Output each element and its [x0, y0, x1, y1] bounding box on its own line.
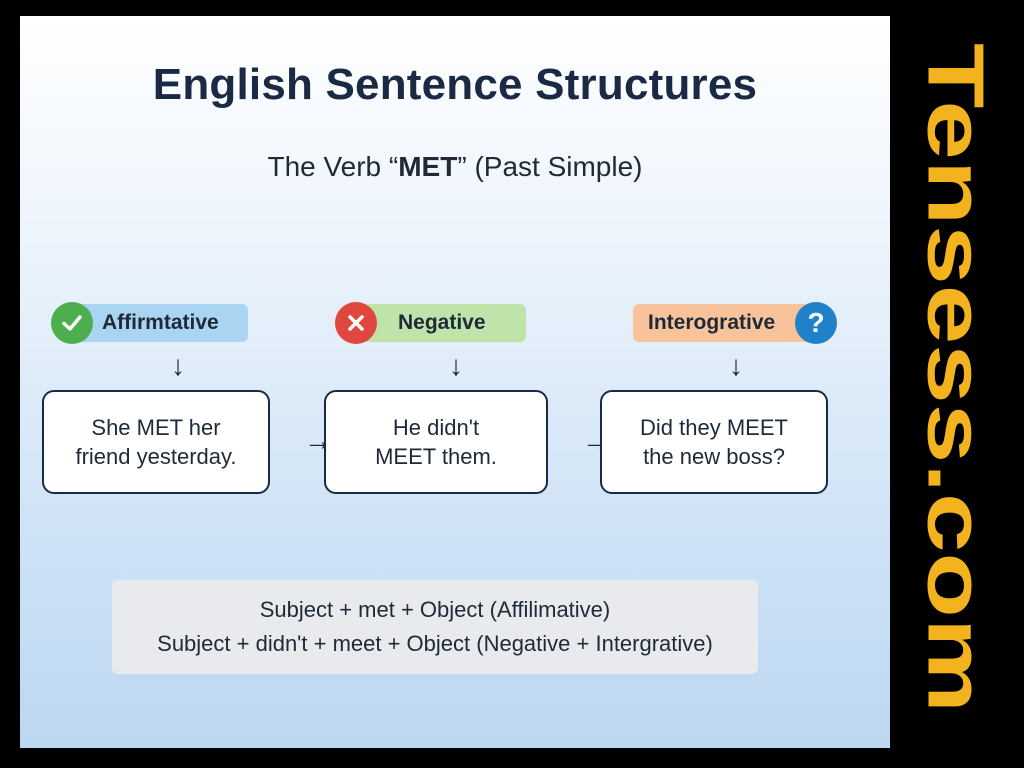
subtitle-verb: MET	[398, 151, 458, 182]
formula-affirmative: Subject + met + Object (Affilimative)	[259, 597, 611, 622]
example-line: the new boss?	[643, 444, 785, 469]
interrogative-label: Interogrative	[633, 304, 818, 342]
subtitle-suffix: ” (Past Simple)	[457, 151, 643, 182]
page-title: English Sentence Structures	[152, 60, 758, 109]
example-line: He didn't	[392, 415, 480, 440]
example-line: friend yesterday.	[75, 444, 237, 469]
affirmative-label: Affirmtative	[62, 304, 248, 342]
example-line: MEET them.	[375, 444, 497, 469]
down-arrow: ↓	[729, 350, 743, 381]
down-arrow: ↓	[171, 350, 185, 381]
formula-negative: Subject + didn't + meet + Object (Negati…	[157, 631, 713, 656]
cross-icon	[335, 302, 377, 344]
question-mark-icon: ?	[795, 302, 837, 344]
subtitle: The Verb “MET” (Past Simple)	[20, 151, 890, 183]
formula-box: Subject + met + Object (Affilimative) Su…	[112, 580, 758, 674]
negative-example-box: He didn't MEET them.	[324, 390, 548, 494]
down-arrow: ↓	[449, 350, 463, 381]
brand-text: Tensess.com	[912, 43, 1001, 713]
checkmark-icon	[51, 302, 93, 344]
example-line: She MET her	[91, 415, 221, 440]
affirmative-example-box: She MET her friend yesterday.	[42, 390, 270, 494]
example-line: Did they MEET	[640, 415, 788, 440]
interrogative-example-box: Did they MEET the new boss?	[600, 390, 828, 494]
brand-watermark: Tensess.com	[912, 38, 1001, 718]
subtitle-prefix: The Verb “	[267, 151, 399, 182]
